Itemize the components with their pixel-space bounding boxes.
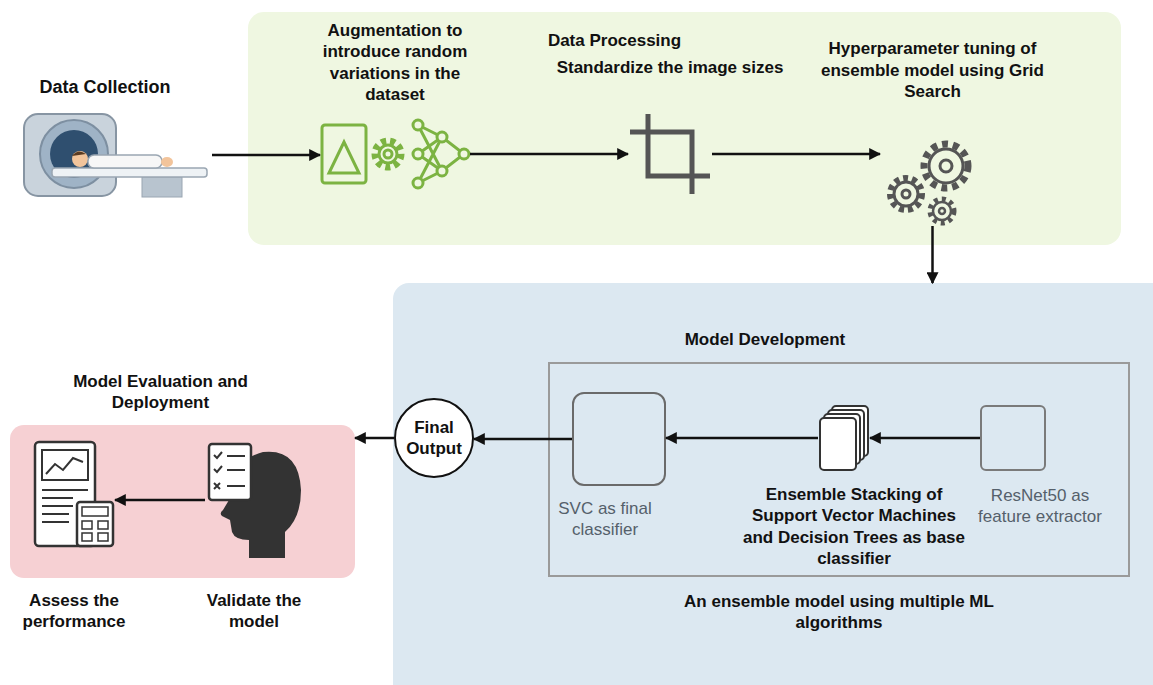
icon-part bbox=[52, 168, 207, 177]
icon-part bbox=[72, 151, 86, 156]
report-calculator-icon bbox=[33, 440, 115, 548]
step-label: Augmentation to introduce random variati… bbox=[303, 20, 488, 105]
crop-icon bbox=[628, 112, 712, 196]
icon-part bbox=[214, 452, 222, 489]
icon-part bbox=[82, 507, 108, 516]
stacked-box: Ensemble Stacking of Support Vector Mach… bbox=[818, 404, 870, 472]
icon-part bbox=[322, 125, 366, 183]
flow-arrow bbox=[474, 438, 572, 441]
icon-part bbox=[227, 456, 245, 486]
icon-part bbox=[890, 144, 968, 223]
icon-part bbox=[630, 114, 710, 194]
flow-arrow bbox=[115, 499, 205, 502]
icon-part bbox=[890, 178, 922, 210]
icon-part bbox=[82, 533, 92, 541]
step-label: Hyperparameter tuning of ensemble model … bbox=[820, 38, 1045, 102]
icon-part bbox=[933, 202, 951, 220]
step-icon: Assess the performance bbox=[33, 440, 115, 548]
group-box: An ensemble model using multiple ML algo… bbox=[548, 362, 1130, 577]
icon-part bbox=[209, 444, 251, 500]
augmentation-icon bbox=[320, 115, 470, 193]
icon-part bbox=[413, 120, 423, 130]
output-circle: Final Output bbox=[394, 398, 474, 478]
process-box: SVC as final classifier bbox=[572, 392, 666, 486]
icon-part bbox=[820, 406, 868, 470]
icon-part bbox=[929, 149, 963, 183]
icon-part bbox=[329, 142, 359, 173]
icon-part bbox=[939, 208, 945, 214]
box-caption: Ensemble Stacking of Support Vector Mach… bbox=[740, 484, 968, 569]
stage-band: Model Evaluation and DeploymentValidate … bbox=[10, 425, 355, 578]
icon-part bbox=[42, 450, 88, 480]
icon-part bbox=[924, 144, 968, 188]
flow-arrow bbox=[870, 437, 980, 440]
icon-part bbox=[384, 150, 392, 158]
stage-heading: Data Collection bbox=[5, 76, 205, 99]
flow-arrow bbox=[712, 153, 880, 156]
box-caption: SVC as final classifier bbox=[540, 498, 670, 541]
gears-icon bbox=[880, 138, 985, 226]
group-caption: An ensemble model using multiple ML algo… bbox=[674, 591, 1004, 634]
icon-part bbox=[940, 160, 952, 172]
icon-part bbox=[894, 182, 918, 206]
icon-part bbox=[88, 155, 162, 168]
icon-part bbox=[77, 502, 113, 546]
step-icon: Standardize the image sizes bbox=[628, 112, 712, 196]
icon-part bbox=[437, 166, 447, 176]
flow-arrow bbox=[212, 154, 320, 157]
icon-part bbox=[161, 157, 173, 167]
icon-part bbox=[413, 149, 423, 159]
stage-band: Data ProcessingAugmentation to introduce… bbox=[248, 12, 1121, 245]
circle-label: Final Output bbox=[396, 417, 472, 460]
stage-heading: Data Processing bbox=[485, 30, 745, 51]
icon-part bbox=[413, 178, 423, 188]
icon-part bbox=[322, 120, 469, 188]
icon-part bbox=[72, 151, 88, 167]
illustration-node: Data Collection bbox=[22, 110, 212, 200]
flow-arrow bbox=[470, 153, 628, 156]
stacked-models-icon bbox=[818, 404, 870, 472]
head-checklist-icon bbox=[205, 440, 303, 560]
icon-part bbox=[437, 132, 447, 142]
icon-part bbox=[46, 458, 83, 474]
flow-arrow bbox=[931, 226, 934, 283]
icon-part bbox=[98, 533, 108, 541]
icon-part bbox=[820, 418, 856, 470]
icon-part bbox=[40, 120, 108, 188]
box-caption: ResNet50 as feature extractor bbox=[965, 485, 1115, 528]
step-icon: Augmentation to introduce random variati… bbox=[320, 115, 470, 193]
mri-scanner-illustration bbox=[22, 110, 212, 200]
icon-part bbox=[142, 177, 182, 197]
icon-part bbox=[98, 521, 108, 529]
stage-band: Model Development An ensemble model using… bbox=[393, 283, 1153, 685]
step-label: Validate the model bbox=[199, 590, 309, 633]
icon-part bbox=[379, 145, 397, 163]
icon-part bbox=[459, 149, 469, 159]
process-box: ResNet50 as feature extractor bbox=[980, 405, 1046, 471]
icon-part bbox=[375, 141, 401, 167]
icon-part bbox=[82, 521, 92, 529]
stage-heading: Model Evaluation and Deployment bbox=[46, 371, 276, 414]
stage-heading: Model Development bbox=[615, 329, 915, 350]
step-icon: Validate the model bbox=[205, 440, 303, 560]
step-label: Assess the performance bbox=[9, 590, 139, 633]
icon-part bbox=[418, 125, 464, 183]
flow-arrow bbox=[666, 437, 818, 440]
flow-arrow bbox=[355, 437, 394, 440]
step-icon: Hyperparameter tuning of ensemble model … bbox=[880, 138, 985, 226]
step-label: Standardize the image sizes bbox=[535, 57, 805, 78]
icon-part bbox=[930, 199, 954, 223]
icon-part bbox=[902, 190, 910, 198]
